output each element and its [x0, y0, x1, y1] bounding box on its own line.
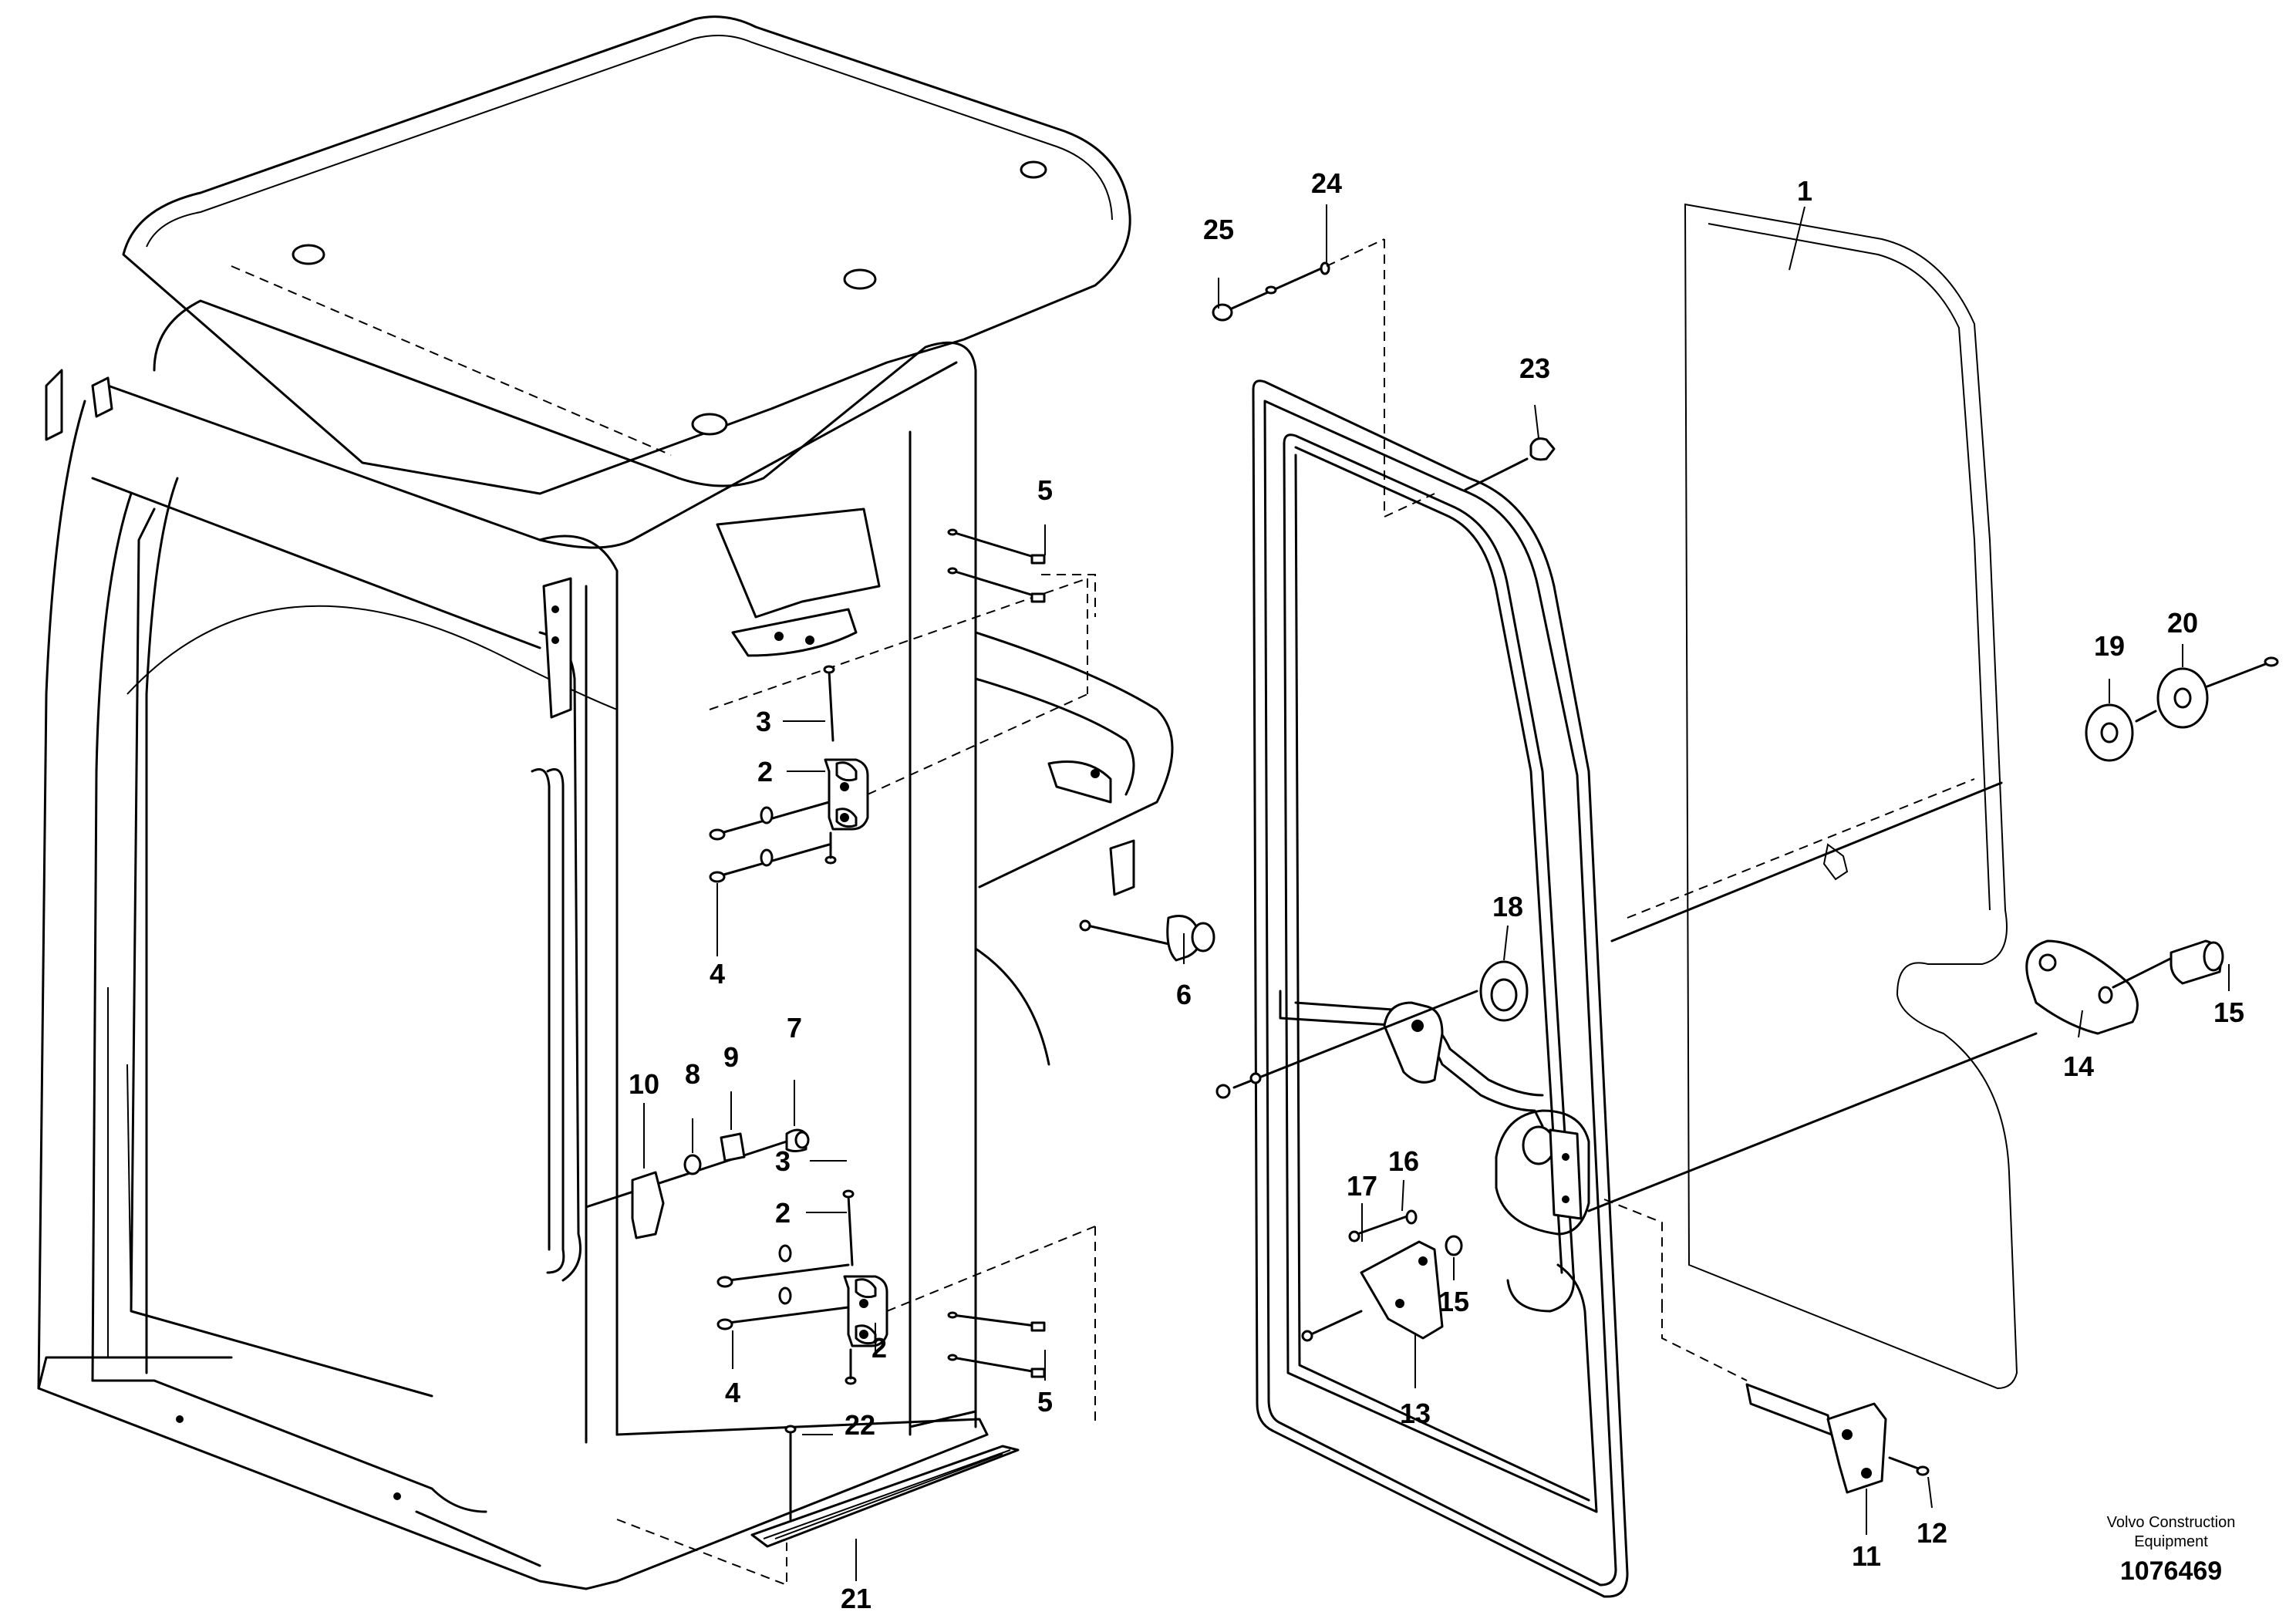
callout-17: 17 [1347, 1170, 1377, 1202]
callout-10: 10 [629, 1068, 659, 1100]
door-catch-assembly [1661, 1303, 1930, 1494]
door-rubber-stop [1384, 239, 1556, 518]
lower-hinge-assembly [716, 1189, 1096, 1427]
callout-25: 25 [1203, 214, 1234, 245]
callout-12: 12 [1917, 1517, 1947, 1549]
door-stop-bumper [1079, 915, 1215, 962]
callout-leaders [643, 204, 2230, 1581]
callout-22: 22 [845, 1409, 875, 1441]
door-lock-plate [1301, 1209, 1463, 1342]
callout-5-upper: 5 [1037, 474, 1053, 506]
callout-18: 18 [1492, 891, 1523, 922]
glass-fastener-set [1610, 656, 2279, 943]
callout-3-upper: 3 [756, 706, 771, 737]
title-block: Volvo Construction Equipment 1076469 [2107, 1514, 2236, 1586]
callout-9: 9 [723, 1041, 739, 1073]
callout-labels: 1 25 24 23 5 3 2 4 19 20 18 6 15 14 7 9 … [629, 167, 2244, 1614]
callout-15-door: 15 [1438, 1286, 1469, 1317]
callout-4-lower: 4 [725, 1377, 740, 1408]
callout-11: 11 [1852, 1540, 1881, 1572]
callout-6: 6 [1176, 979, 1192, 1010]
glass-handle-set [1587, 939, 2224, 1212]
callout-16: 16 [1388, 1145, 1419, 1177]
door-striker-assembly [585, 1128, 810, 1239]
callout-5-lower: 5 [1037, 1386, 1053, 1418]
top-screw-set [1212, 238, 1385, 322]
credit-line-1: Volvo Construction [2107, 1514, 2236, 1531]
callout-2-lower: 2 [775, 1197, 791, 1229]
callout-2-upper: 2 [757, 756, 773, 787]
document-number: 1076469 [2120, 1556, 2222, 1586]
callout-23: 23 [1519, 352, 1550, 384]
callout-3-lower: 3 [775, 1145, 791, 1177]
door-glass [1627, 203, 2018, 1390]
window-knob [1215, 960, 1529, 1099]
callout-14: 14 [2063, 1050, 2094, 1082]
callout-24: 24 [1311, 167, 1342, 199]
credit-line-2: Equipment [2134, 1533, 2208, 1550]
callout-4-upper: 4 [710, 958, 725, 990]
callout-1: 1 [1797, 175, 1812, 207]
upper-hinge-assembly [709, 528, 1096, 883]
door-frame [1252, 379, 1663, 1598]
callout-21: 21 [841, 1583, 872, 1614]
callout-7: 7 [787, 1012, 802, 1044]
callout-2-lower-b: 2 [872, 1332, 887, 1364]
callout-20: 20 [2167, 607, 2198, 639]
door-sill-strip [616, 1425, 1020, 1587]
callout-19: 19 [2094, 630, 2125, 662]
cab-frame [37, 15, 1174, 1590]
callout-13: 13 [1400, 1398, 1431, 1429]
callout-15-right: 15 [2213, 996, 2244, 1028]
callout-8: 8 [685, 1058, 700, 1090]
